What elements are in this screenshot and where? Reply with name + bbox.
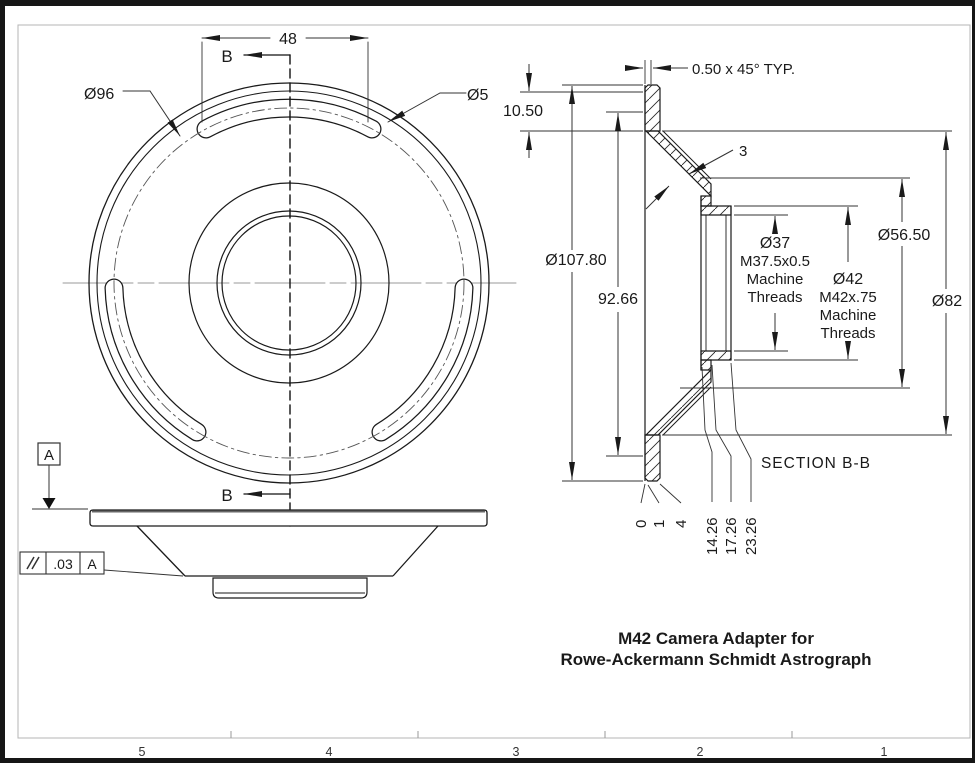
rim-top: [644, 84, 661, 132]
cone-profile: [136, 525, 439, 577]
title-line1: M42 Camera Adapter for: [618, 629, 814, 648]
machine2-text: Machine: [820, 307, 877, 324]
section-letter-top: B: [221, 47, 232, 66]
ordinate-1726: 17.26: [723, 517, 740, 555]
dia96-text: Ø96: [84, 86, 114, 103]
dia5650-text: Ø56.50: [878, 227, 931, 244]
bolt-circle-centerline: [113, 107, 465, 459]
dia10780-text: Ø107.80: [545, 252, 606, 269]
dim-dia37: Ø37 M37.5x0.5 Machine Threads: [740, 216, 810, 350]
dim-3-text: 3: [739, 143, 747, 160]
ordinate-2326: 23.26: [743, 517, 760, 555]
flange-plate: [89, 509, 488, 527]
ordinate-0: 0: [633, 520, 650, 528]
cut-material: [644, 84, 732, 482]
dim-dia82: Ø82: [932, 132, 962, 434]
cone-wall-top: [644, 130, 712, 198]
barrel-wall-bottom: [700, 350, 732, 361]
dia5-text: Ø5: [467, 87, 488, 104]
fcf-tolerance: .03: [53, 556, 73, 572]
front-view: B B 48 Ø96 Ø5: [62, 31, 517, 531]
dim-9266-text: 92.66: [598, 291, 638, 308]
section-edges: [644, 85, 732, 481]
cone-bottom-circle: [188, 182, 390, 384]
dim-dia5650: Ø56.50: [878, 179, 931, 387]
barrel-wall-top: [700, 205, 732, 216]
dim-48-text: 48: [279, 31, 297, 48]
barrel-profile: [212, 577, 368, 599]
zone-1: 1: [881, 745, 888, 759]
threads1-text: Threads: [747, 289, 802, 306]
drawing-title: M42 Camera Adapter for Rowe-Ackermann Sc…: [560, 629, 871, 669]
dim-chamfer: 0.50 x 45° TYP.: [625, 60, 795, 84]
fcf-datum: A: [87, 556, 97, 572]
barrel-od-circle: [216, 210, 362, 356]
zone-5: 5: [139, 745, 146, 759]
ordinate-1: 1: [651, 520, 668, 528]
section-arrow-bottom: B: [221, 486, 291, 505]
dim-dia42: Ø42 M42x.75 Machine Threads: [819, 207, 877, 359]
dia42-text: Ø42: [833, 271, 863, 288]
datum-a-label: A: [44, 447, 54, 464]
dia82-text: Ø82: [932, 293, 962, 310]
frame-rect: [17, 24, 971, 739]
flange-chamfer-circle: [96, 90, 482, 476]
dim-dia10780: Ø107.80: [545, 86, 607, 480]
dim-9266: 92.66: [598, 113, 638, 455]
machine1-text: Machine: [747, 271, 804, 288]
zone-2: 2: [697, 745, 704, 759]
feature-control-frame: .03 A: [19, 551, 184, 577]
chamfer-note: 0.50 x 45° TYP.: [692, 61, 795, 78]
thread42-text: M42x.75: [819, 289, 877, 306]
zone-4: 4: [326, 745, 333, 759]
flange-od-circle: [88, 82, 490, 484]
datum-feature-a: A: [32, 442, 88, 510]
barrel-bore-circle: [221, 215, 357, 351]
ordinate-leaders: [640, 362, 752, 504]
relief-top: [700, 195, 712, 207]
ordinate-1426: 14.26: [704, 517, 721, 555]
side-view: A .03 A: [19, 442, 488, 599]
threads2-text: Threads: [820, 325, 875, 342]
zone-numbers: 5 4 3 2 1: [139, 745, 888, 759]
section-arrow-top: B: [221, 47, 291, 66]
extension-lines: [520, 84, 952, 482]
thread37-text: M37.5x0.5: [740, 253, 810, 270]
section-label: SECTION B-B: [761, 455, 871, 472]
dim-48: 48: [201, 31, 369, 123]
zone-ticks: [230, 731, 793, 738]
dia37-text: Ø37: [760, 235, 790, 252]
dim-wall-3: 3: [645, 143, 747, 210]
dim-1050: 10.50: [503, 64, 543, 158]
rim-bottom: [644, 434, 661, 482]
dim-dia5: Ø5: [387, 87, 488, 123]
ordinate-4: 4: [673, 520, 690, 528]
title-line2: Rowe-Ackermann Schmidt Astrograph: [560, 650, 871, 669]
cone-wall-bottom: [644, 368, 712, 436]
ordinate-labels: 0 1 4 14.26 17.26 23.26: [633, 517, 760, 555]
fcf-leader: [103, 569, 184, 577]
dim-dia96: Ø96: [84, 86, 181, 137]
zone-3: 3: [513, 745, 520, 759]
section-view: 0.50 x 45° TYP. 10.50 3 Ø107.80 92.66: [503, 60, 962, 555]
parallelism-icon: [26, 556, 40, 570]
section-letter-bottom: B: [221, 486, 232, 505]
dim-1050-text: 10.50: [503, 103, 543, 120]
